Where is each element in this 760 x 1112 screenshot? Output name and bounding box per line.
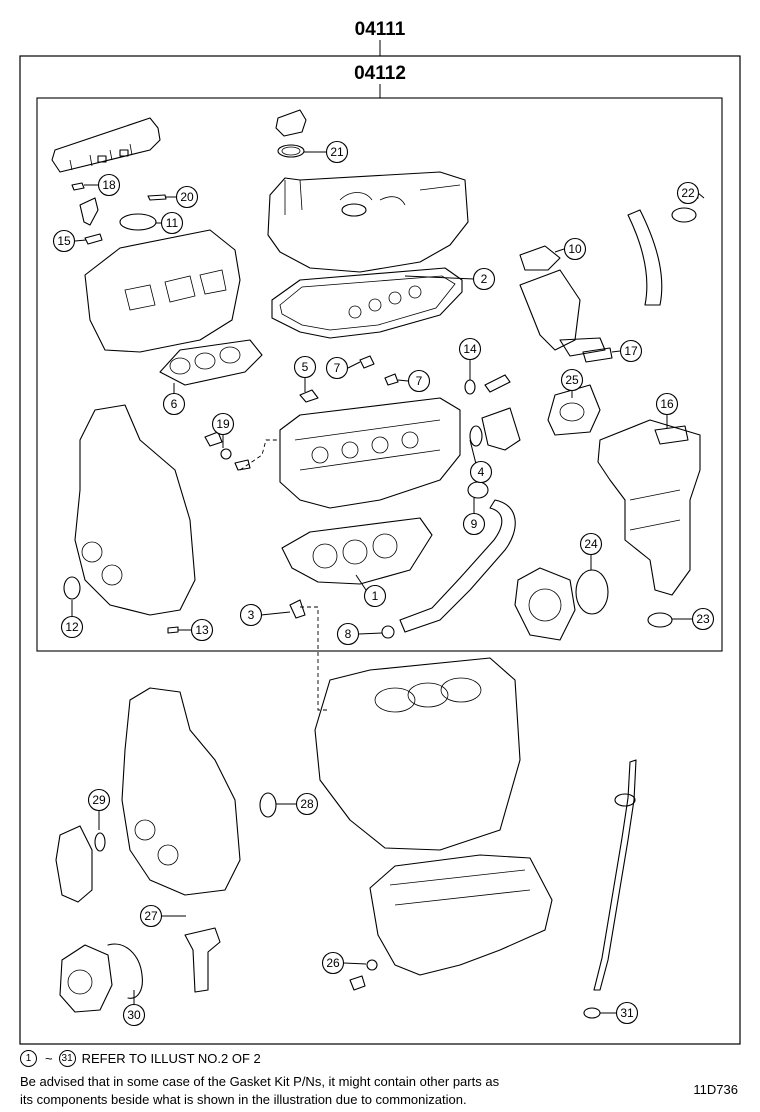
callout-26-number: 26 — [326, 956, 340, 970]
callout-25-number: 25 — [565, 373, 579, 387]
dashed-leader-head — [239, 439, 280, 471]
callout-27-number: 27 — [144, 909, 158, 923]
callout-2-number: 2 — [481, 272, 488, 286]
cylinder-block-drawing — [259, 657, 521, 851]
callout-7b: 7 — [397, 369, 431, 393]
callout-2: 2 — [404, 267, 496, 291]
callout-1: 1 — [355, 574, 387, 608]
callout-19: 19 — [211, 412, 235, 448]
callout-28-number: 28 — [300, 797, 314, 811]
intake-manifold-drawing — [84, 229, 241, 353]
callout-11: 11 — [156, 211, 184, 235]
timing-cover-inner-drawing — [63, 404, 196, 616]
seal-retainer-drawing — [514, 567, 673, 641]
ref-start-circle: 1 — [20, 1050, 37, 1067]
callout-7a: 7 — [325, 356, 361, 380]
head-cover-gasket-drawing — [271, 267, 463, 339]
callout-9-number: 9 — [471, 517, 478, 531]
callout-14: 14 — [458, 337, 482, 380]
callout-6: 6 — [162, 383, 186, 416]
ref-end-circle: 31 — [58, 1050, 76, 1067]
callout-30-number: 30 — [127, 1008, 141, 1022]
callout-12-number: 12 — [65, 620, 79, 634]
callout-16: 16 — [655, 392, 679, 428]
intake-manifold-gasket-drawing — [159, 339, 263, 386]
callout-27: 27 — [139, 904, 186, 928]
callout-20-number: 20 — [180, 190, 194, 204]
callout-30: 30 — [122, 990, 146, 1027]
advisory-note-line-2: its components beside what is shown in t… — [20, 1092, 467, 1107]
callout-10: 10 — [554, 237, 587, 261]
callout-18: 18 — [84, 173, 121, 197]
callout-5-number: 5 — [302, 360, 309, 374]
callout-4-number: 4 — [478, 465, 485, 479]
inner-kit-code: 04112 — [354, 63, 406, 84]
ref-text: REFER TO ILLUST NO.2 OF 2 — [81, 1051, 261, 1066]
inner-kit-frame — [36, 97, 723, 652]
illustration-id: 11D736 — [693, 1082, 738, 1097]
cylinder-head-cover-drawing — [267, 171, 469, 273]
callout-6-number: 6 — [171, 397, 178, 411]
outer-kit-code: 04111 — [355, 19, 406, 40]
reference-note: 1 ~ 31 REFER TO ILLUST NO.2 OF 2 — [20, 1050, 261, 1067]
cylinder-head-drawing — [279, 397, 461, 509]
callout-12: 12 — [60, 600, 84, 639]
callout-5: 5 — [293, 355, 317, 392]
callout-29: 29 — [87, 788, 111, 830]
callout-17: 17 — [611, 339, 643, 363]
oil-dipstick-drawing — [583, 759, 637, 1019]
callout-28: 28 — [276, 792, 319, 816]
callout-23-number: 23 — [696, 612, 710, 626]
callout-10-number: 10 — [568, 242, 582, 256]
exhaust-parts-drawing — [519, 207, 697, 363]
callout-3-number: 3 — [248, 608, 255, 622]
callout-23: 23 — [672, 607, 715, 631]
callout-21: 21 — [304, 140, 349, 164]
callout-3: 3 — [239, 603, 291, 627]
callout-29-number: 29 — [92, 793, 106, 807]
callout-22: 22 — [676, 181, 705, 205]
cylinder-head-gasket-drawing — [281, 517, 433, 585]
callout-22-number: 22 — [681, 186, 695, 200]
water-hose-drawing — [381, 499, 516, 639]
water-pump-drawing — [55, 825, 221, 1013]
timing-cover-outer-drawing — [121, 687, 241, 896]
callout-9: 9 — [462, 498, 486, 536]
callout-11-number: 11 — [166, 216, 179, 230]
dashed-leader-block — [300, 606, 330, 711]
callout-15-number: 15 — [57, 234, 71, 248]
callout-14-number: 14 — [463, 342, 477, 356]
callout-25: 25 — [560, 368, 584, 398]
callout-24-number: 24 — [584, 537, 598, 551]
callout-13: 13 — [178, 618, 214, 642]
callout-26: 26 — [321, 951, 367, 975]
callout-20: 20 — [166, 185, 199, 209]
callout-16-number: 16 — [660, 397, 674, 411]
callout-17-number: 17 — [624, 344, 638, 358]
fuel-rail-drawing — [51, 117, 161, 173]
callout-7a-number: 7 — [334, 361, 341, 375]
callout-8: 8 — [336, 622, 383, 646]
callout-31-number: 31 — [620, 1006, 634, 1020]
exhaust-manifold-drawing — [547, 384, 701, 596]
oil-pan-drawing — [349, 854, 553, 991]
callout-1-number: 1 — [372, 589, 379, 603]
oil-filler-cap-drawing — [275, 109, 307, 158]
outer-kit-frame — [19, 55, 741, 1045]
callout-31: 31 — [600, 1001, 639, 1025]
callout-7b-number: 7 — [416, 374, 423, 388]
callout-4: 4 — [469, 439, 493, 484]
callout-13-number: 13 — [195, 623, 209, 637]
callout-8-number: 8 — [345, 627, 352, 641]
callout-19-number: 19 — [216, 417, 230, 431]
callout-21-number: 21 — [330, 145, 344, 159]
ref-tilde: ~ — [45, 1051, 53, 1066]
callout-18-number: 18 — [102, 178, 116, 192]
advisory-note-line-1: Be advised that in some case of the Gask… — [20, 1074, 500, 1089]
water-outlet-drawing — [467, 407, 521, 499]
callout-24: 24 — [579, 532, 603, 570]
callout-15: 15 — [52, 229, 87, 253]
